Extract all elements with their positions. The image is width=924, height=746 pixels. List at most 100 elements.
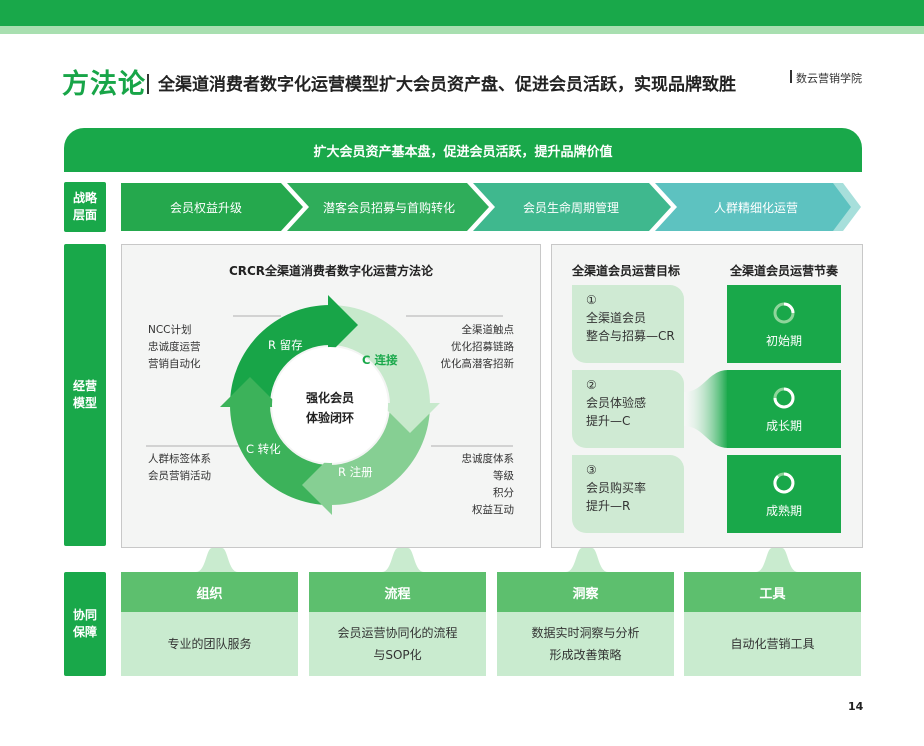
strategy-step: 潜客会员招募与首购转化 [322,200,455,215]
stage-label: 初始期 [765,334,802,348]
cycle-notes-bottom-right: 忠诚度体系 等级 积分 权益互动 [420,451,515,519]
strategy-arrow-2 [287,183,489,231]
note-line: NCC计划 [148,324,192,336]
leader-lines [146,315,513,447]
note-line: 人群标签体系 [148,453,211,465]
note-line: 忠诚度运营 [148,341,201,353]
stage-mature: 成熟期 [727,455,841,533]
brand-name: 数云营销学院 [796,72,862,85]
goals-connector-shape [684,370,728,448]
strategy-step: 会员权益升级 [169,200,242,215]
top-color-bar [0,0,924,26]
page-number: 14 [848,700,864,713]
rhythm-title: 全渠道会员运营节奏 [730,264,839,278]
strategy-arrows [121,183,861,231]
support-line: 形成改善策略 [549,648,622,662]
support-body-organization: 专业的团队服务 [121,612,298,676]
goal-number: ③ [586,463,597,477]
section-label-strategy: 战略层面 [64,182,106,232]
section-label-line: 战略 [72,191,97,205]
cycle-label-connect: C 连接 [362,353,398,367]
page-title: 方法论 [62,69,146,100]
strategy-arrow-1 [121,183,303,231]
stage-growth: 成长期 [727,370,841,448]
support-body-process: 会员运营协同化的流程与SOP化 [309,612,486,676]
cycle-segment-register [330,405,430,505]
strategy-arrow-4 [655,183,857,231]
stage-label: 成长期 [765,419,802,433]
cycle-notes-top-left: NCC计划 忠诚度运营 营销自动化 [148,322,201,373]
support-head-process: 流程 [309,572,486,612]
support-line: 会员运营协同化的流程 [337,626,458,640]
section-label-line: 经营 [72,379,97,393]
support-body-insight: 数据实时洞察与分析形成改善策略 [497,612,674,676]
cycle-segment-convert [230,405,330,505]
connector-hump [756,548,798,572]
cycle-center-line: 体验闭环 [305,411,354,425]
section-label-line: 协同 [72,608,97,622]
goals-connector [684,370,728,448]
section-label-support: 协同保障 [64,572,106,676]
goal-line: 会员购买率 [586,481,647,495]
goal-card-3: ③ 会员购买率 提升—R [572,455,684,533]
brand-divider [790,70,792,83]
support-head-organization: 组织 [121,572,298,612]
top-accent-bar [0,26,924,34]
support-head-tools: 工具 [684,572,861,612]
goal-line: 提升—R [586,499,631,513]
goal-line: 会员体验感 [586,396,647,410]
note-line: 优化高潜客招新 [440,358,515,370]
section-label-line: 模型 [72,396,97,410]
strategy-arrow-3 [473,183,671,231]
cycle-center-line: 强化会员 [305,391,354,405]
cycle-label-register: R 注册 [338,465,373,479]
connector-hump [382,548,424,572]
progress-ring-arc [783,302,795,314]
cycle-label-convert: C 转化 [246,442,281,456]
support-body-tools: 自动化营销工具 [684,612,861,676]
section-label-operation: 经营模型 [64,244,106,546]
goal-line: 整合与招募—CR [586,329,675,343]
goal-line: 提升—C [586,414,631,428]
stage-label: 成熟期 [765,504,802,518]
goal-card-2: ② 会员体验感 提升—C [572,370,684,448]
support-line: 数据实时洞察与分析 [531,626,640,640]
note-line: 权益互动 [472,504,514,516]
row-connectors [196,548,798,572]
progress-ring-icon [773,387,795,409]
goal-number: ① [586,293,597,307]
cycle-arrowhead-right [380,403,440,433]
progress-ring-icon [773,472,795,494]
goal-card-1: ① 全渠道会员 整合与招募—CR [572,285,684,363]
cycle-notes-top-right: 全渠道触点 优化招募链路 优化高潜客招新 [420,322,515,373]
note-line: 会员营销活动 [148,470,211,482]
strategy-step: 人群精细化运营 [713,200,798,215]
goal-number: ② [586,378,597,392]
note-line: 营销自动化 [148,358,201,370]
cycle-arrowhead-left [220,377,280,407]
note-line: 等级 [493,470,514,482]
connector-hump [196,548,238,572]
note-line: 积分 [493,487,514,499]
progress-ring-arc [773,472,795,494]
support-line: 与SOP化 [373,648,422,662]
note-line: 忠诚度体系 [461,453,515,465]
cycle-segment-retain [230,305,330,405]
strategy-step: 会员生命周期管理 [522,200,619,215]
cycle-center [272,347,388,463]
crcr-cycle-diagram [220,295,440,515]
support-line: 自动化营销工具 [730,637,815,651]
progress-ring-icon [773,302,795,324]
section-label-line: 保障 [72,625,97,639]
cycle-arrowhead-top [328,295,358,355]
cycle-center-text: 强化会员 体验闭环 [290,388,370,428]
cycle-segment-connect [330,305,430,405]
support-head-insight: 洞察 [497,572,674,612]
strategy-arrow-tail [833,183,861,231]
cycle-notes-bottom-left: 人群标签体系 会员营销活动 [148,451,211,485]
title-divider [147,74,149,94]
connector-hump [566,548,608,572]
progress-ring-arc [773,387,795,409]
crcr-title: CRCR全渠道消费者数字化运营方法论 [228,264,434,278]
note-line: 全渠道触点 [461,324,515,336]
